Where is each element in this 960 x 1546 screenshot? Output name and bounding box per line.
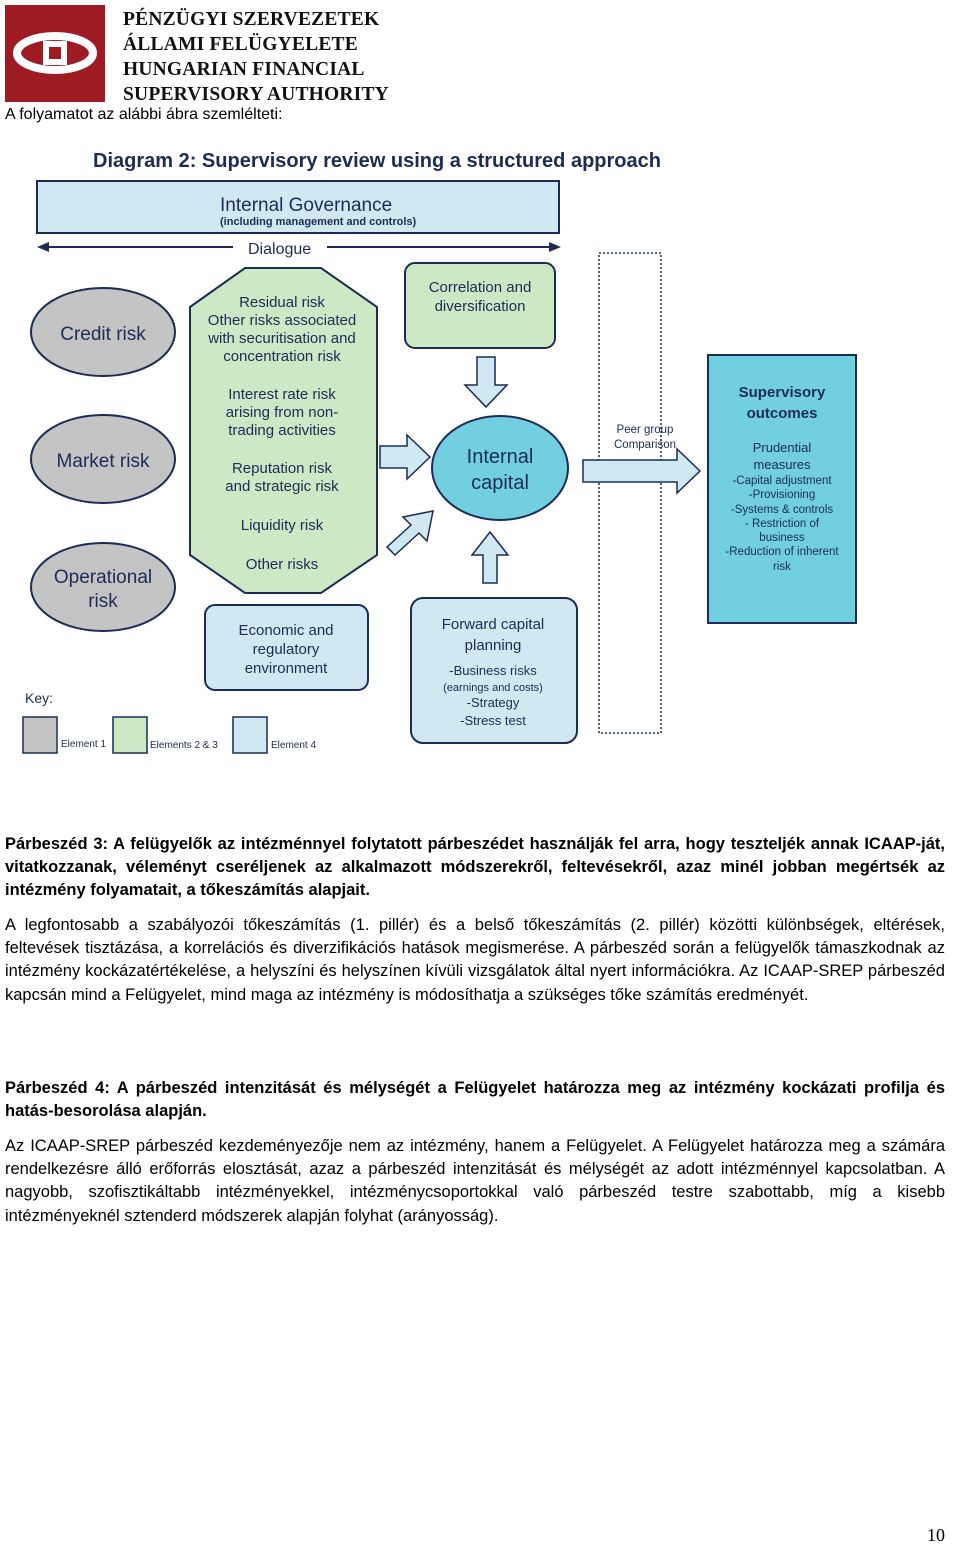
- key-element23: Elements 2 & 3: [150, 740, 218, 751]
- operational-risk-label: risk: [88, 591, 118, 612]
- supervisory-title: Supervisory: [739, 384, 826, 401]
- intro-text: A folyamatot az alábbi ábra szemlélteti:: [5, 106, 283, 123]
- forward-capital-planning-box: [410, 597, 578, 744]
- para4-heading: Párbeszéd 4: A párbeszéd intenzitását és…: [5, 1079, 945, 1121]
- supervisory-line: Prudential: [753, 440, 812, 455]
- dialogue-arrowhead-right: [549, 242, 561, 252]
- economic-environment-box: [204, 604, 369, 691]
- economic-label: regulatory: [253, 641, 320, 658]
- para4-body: Az ICAAP-SREP párbeszéd kezdeményezője n…: [5, 1137, 945, 1225]
- correlation-label: diversification: [435, 298, 526, 315]
- supervisory-line: measures: [753, 457, 811, 472]
- org-line: PÉNZÜGYI SZERVEZETEK: [123, 9, 380, 30]
- supervisory-title: outcomes: [747, 405, 818, 422]
- key-swatch-green: [112, 716, 148, 754]
- page-number: 10: [927, 1525, 945, 1545]
- governance-subtitle: (including management and controls): [220, 216, 417, 228]
- authority-logo: [5, 5, 105, 102]
- down-arrow: [463, 356, 509, 409]
- peer-group-label: Peer group: [617, 424, 674, 436]
- internal-capital-label: Internal: [467, 446, 534, 468]
- forward-line: (earnings and costs): [443, 682, 543, 694]
- forward-title: Forward capital: [442, 616, 545, 633]
- hex-text: concentration risk: [223, 348, 341, 365]
- org-line: HUNGARIAN FINANCIAL: [123, 59, 365, 80]
- key-element4: Element 4: [271, 740, 316, 751]
- credit-risk-label: Credit risk: [60, 324, 146, 345]
- key-swatch-grey: [22, 716, 58, 754]
- forward-title: planning: [465, 637, 522, 654]
- forward-line: -Stress test: [460, 713, 526, 728]
- correlation-box: [404, 262, 556, 349]
- right-arrow: [379, 433, 432, 481]
- org-line: ÁLLAMI FELÜGYELETE: [123, 34, 358, 55]
- hex-text: Other risks: [246, 556, 319, 573]
- hex-text: Reputation risk: [232, 460, 333, 477]
- dialogue-label: Dialogue: [248, 241, 311, 258]
- supervisory-line: -Capital adjustment: [732, 475, 832, 487]
- market-risk-label: Market risk: [57, 451, 150, 472]
- hex-text: arising from non-: [226, 404, 339, 421]
- operational-risk-label: Operational: [54, 567, 152, 588]
- operational-risk-ellipse: [30, 542, 176, 632]
- internal-governance-bar: [36, 180, 560, 234]
- supervisory-line: -Provisioning: [749, 489, 815, 501]
- supervisory-line: business: [759, 532, 805, 544]
- hex-text: Liquidity risk: [241, 517, 324, 534]
- key-label: Key:: [25, 690, 53, 706]
- credit-risk-ellipse: [30, 287, 176, 377]
- supervisory-outcomes-box: [707, 354, 857, 624]
- hex-text: trading activities: [228, 422, 336, 439]
- hex-text: and strategic risk: [225, 478, 339, 495]
- governance-title: Internal Governance: [220, 195, 392, 216]
- hex-text: with securitisation and: [207, 330, 356, 347]
- supervisory-line: risk: [773, 561, 791, 573]
- correlation-label: Correlation and: [429, 279, 532, 296]
- header: PÉNZÜGYI SZERVEZETEK ÁLLAMI FELÜGYELETE …: [5, 5, 425, 105]
- supervisory-line: -Systems & controls: [731, 504, 833, 516]
- supervisory-review-diagram: Diagram 2: Supervisory review using a st…: [5, 135, 960, 780]
- org-line: SUPERVISORY AUTHORITY: [123, 84, 389, 105]
- dialogue-arrowhead-left: [37, 242, 49, 252]
- other-risks-hexagon: [189, 267, 378, 594]
- key-swatch-blue: [232, 716, 268, 754]
- peer-group-label: Comparison: [614, 439, 676, 451]
- economic-label: Economic and: [238, 622, 333, 639]
- up-arrow: [470, 530, 510, 584]
- supervisory-line: -Reduction of inherent: [725, 546, 839, 558]
- right-arrow: [582, 447, 702, 495]
- market-risk-ellipse: [30, 414, 176, 504]
- economic-label: environment: [245, 660, 328, 677]
- organization-name: PÉNZÜGYI SZERVEZETEK ÁLLAMI FELÜGYELETE …: [123, 7, 389, 107]
- para3-body: A legfontosabb a szabályozói tőkeszámítá…: [5, 916, 945, 1004]
- supervisory-line: - Restriction of: [745, 518, 820, 530]
- para3-heading: Párbeszéd 3: A felügyelők az intézménnye…: [5, 835, 945, 900]
- forward-line: -Business risks: [449, 663, 537, 678]
- internal-capital-label: capital: [471, 472, 529, 494]
- hex-text: Other risks associated: [208, 312, 356, 329]
- peer-group-column: [598, 252, 662, 734]
- hex-text: Interest rate risk: [228, 386, 336, 403]
- internal-capital-ellipse: [431, 415, 569, 521]
- diagonal-arrow: [385, 510, 434, 557]
- key-element1: Element 1: [61, 739, 106, 750]
- hex-text: Residual risk: [239, 294, 325, 311]
- forward-line: -Strategy: [467, 695, 520, 710]
- diagram-title: Diagram 2: Supervisory review using a st…: [93, 150, 661, 172]
